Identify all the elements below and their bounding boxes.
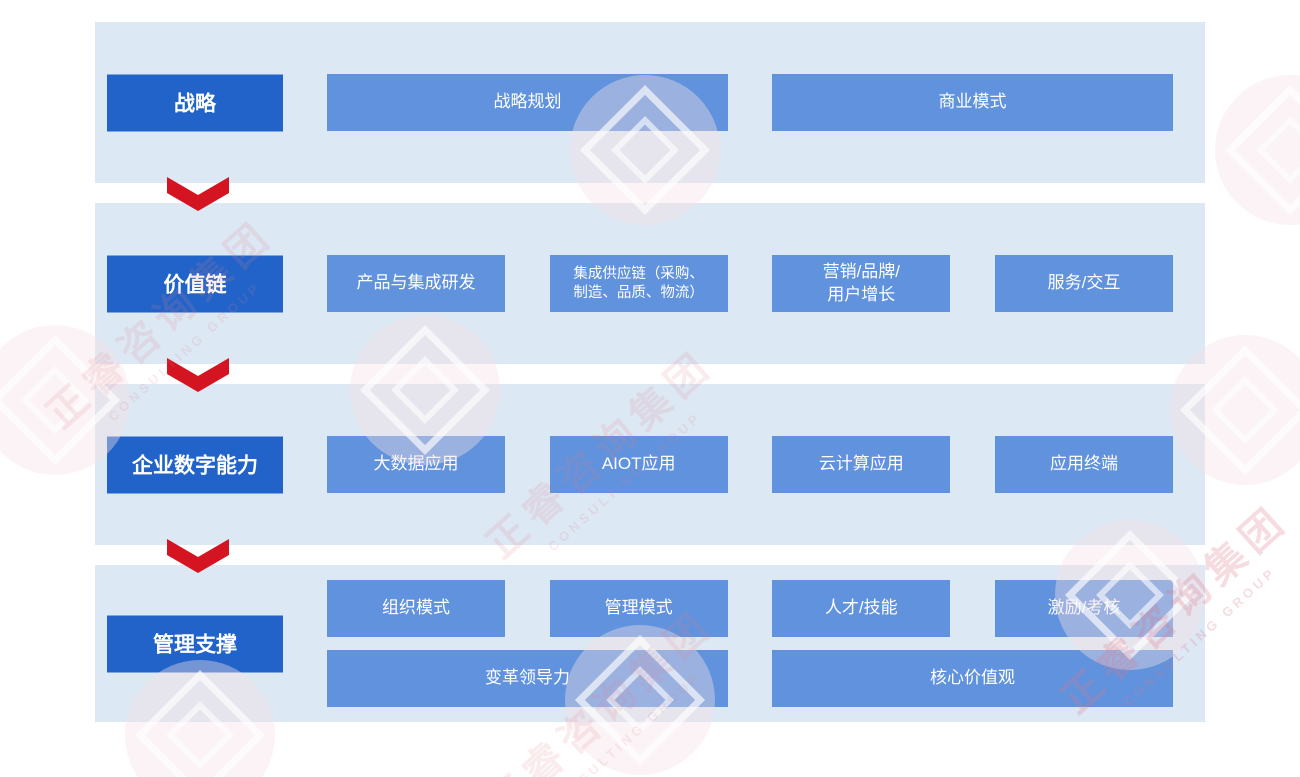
row-label-text: 价值链: [163, 273, 227, 297]
band-row-3: 企业数字能力 大数据应用 AIOT应用 云计算应用 应用终端: [95, 384, 1205, 545]
cell-box: 核心价值观: [772, 650, 1173, 707]
cell-box: 大数据应用: [327, 436, 505, 493]
cell-box-text: 营销/品牌/ 用户增长: [822, 262, 901, 304]
content-line: 变革领导力 核心价值观: [327, 650, 1173, 707]
cell-box: 组织模式: [327, 580, 505, 637]
cell-box-text: 产品与集成研发: [356, 273, 476, 293]
cell-box-text: 云计算应用: [818, 454, 904, 474]
cell-box-text: 应用终端: [1049, 454, 1118, 474]
cell-box-text: 服务/交互: [1047, 273, 1121, 293]
row-content: 大数据应用 AIOT应用 云计算应用 应用终端: [327, 384, 1173, 545]
cell-box: 集成供应链（采购、 制造、品质、物流）: [549, 255, 728, 312]
cell-box: 激励/考核: [994, 580, 1173, 637]
cell-box: 人才/技能: [772, 580, 951, 637]
cell-box: 应用终端: [994, 436, 1173, 493]
cell-box-text: 激励/考核: [1047, 598, 1121, 618]
framework-diagram: 战略 战略规划 商业模式价值链 产品与集成研发 集成供应链（采购、 制造、品质、物流） 营…: [95, 22, 1205, 722]
cell-box-text: 大数据应用: [373, 454, 459, 474]
row-label-text: 企业数字能力: [132, 454, 258, 478]
down-chevron-icon: [167, 175, 229, 211]
row-content: 战略规划 商业模式: [327, 22, 1173, 183]
row-label: 战略: [107, 74, 283, 131]
cell-box-text: 组织模式: [382, 598, 450, 618]
row-label-text: 战略: [174, 92, 216, 116]
row-label: 管理支撑: [107, 615, 283, 672]
content-line: 大数据应用 AIOT应用 云计算应用 应用终端: [327, 436, 1173, 493]
cell-box-text: 人才/技能: [824, 598, 898, 618]
row-label-text: 管理支撑: [153, 633, 237, 657]
cell-box-text: 战略规划: [493, 92, 562, 112]
cell-box-text: 管理模式: [604, 598, 673, 618]
cell-box: AIOT应用: [549, 436, 728, 493]
row-content: 产品与集成研发 集成供应链（采购、 制造、品质、物流） 营销/品牌/ 用户增长 服务/…: [327, 203, 1173, 364]
content-line: 产品与集成研发 集成供应链（采购、 制造、品质、物流） 营销/品牌/ 用户增长 服务/…: [327, 255, 1173, 312]
cell-box-text: 集成供应链（采购、 制造、品质、物流）: [573, 265, 704, 301]
cell-box: 产品与集成研发: [327, 255, 505, 312]
down-chevron-icon: [167, 537, 229, 573]
cell-box-text: AIOT应用: [601, 454, 676, 474]
cell-box-text: 商业模式: [938, 92, 1007, 112]
cell-box: 营销/品牌/ 用户增长: [772, 255, 951, 312]
cell-box: 战略规划: [327, 74, 728, 131]
cell-box: 变革领导力: [327, 650, 728, 707]
cell-box: 云计算应用: [772, 436, 951, 493]
row-label: 企业数字能力: [107, 436, 283, 493]
cell-box: 服务/交互: [994, 255, 1173, 312]
row-label: 价值链: [107, 255, 283, 312]
cell-box-text: 变革领导力: [485, 668, 570, 688]
row-content: 组织模式 管理模式 人才/技能 激励/考核变革领导力 核心价值观: [327, 565, 1173, 722]
band-row-1: 战略 战略规划 商业模式: [95, 22, 1205, 183]
band-row-2: 价值链 产品与集成研发 集成供应链（采购、 制造、品质、物流） 营销/品牌/ 用户增长…: [95, 203, 1205, 364]
cell-box-text: 核心价值观: [930, 668, 1015, 688]
down-chevron-icon: [167, 356, 229, 392]
cell-box: 管理模式: [549, 580, 728, 637]
cell-box: 商业模式: [772, 74, 1173, 131]
watermark-logo-icon: [1215, 75, 1300, 225]
content-line: 组织模式 管理模式 人才/技能 激励/考核: [327, 580, 1173, 637]
content-line: 战略规划 商业模式: [327, 74, 1173, 131]
band-row-4: 管理支撑 组织模式 管理模式 人才/技能 激励/考核变革领导力 核心价值观: [95, 565, 1205, 722]
